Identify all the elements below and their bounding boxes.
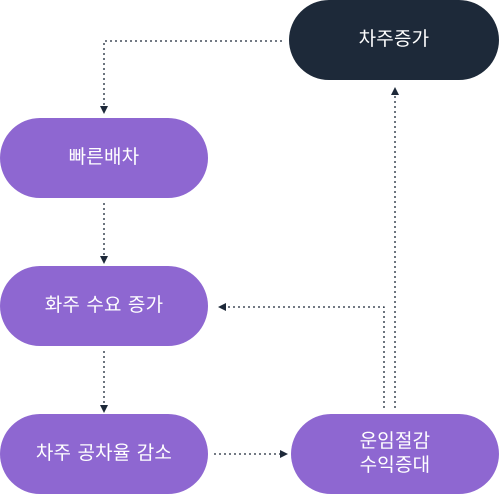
node-fleet-increase-label: 차주증가: [358, 28, 430, 51]
edge-fare-to-demand: [218, 303, 385, 408]
node-shipper-demand-label: 화주 수요 증가: [44, 294, 164, 317]
edge-fleet-to-dispatch: [100, 40, 282, 114]
node-fare-saving: 운임절감 수익증대: [291, 414, 499, 494]
node-empty-rate-down: 차주 공차율 감소: [0, 414, 208, 494]
node-fast-dispatch-label: 빠른배차: [68, 146, 140, 169]
node-fleet-increase: 차주증가: [289, 0, 499, 80]
node-fast-dispatch: 빠른배차: [0, 118, 208, 198]
node-shipper-demand: 화주 수요 증가: [0, 266, 208, 346]
node-empty-rate-down-label: 차주 공차율 감소: [35, 442, 173, 465]
node-fare-saving-line2: 수익증대: [359, 454, 431, 476]
node-fare-saving-line1: 운임절감: [359, 430, 431, 453]
